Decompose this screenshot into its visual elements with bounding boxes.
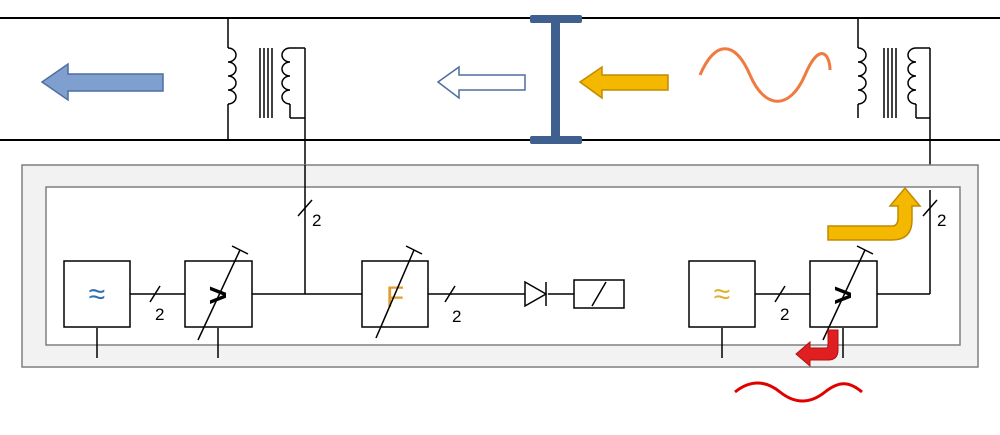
bus-width-label: 2 — [780, 305, 789, 324]
outgoing-signal-arrow-icon — [40, 62, 164, 102]
filter-symbol: ≈ — [89, 278, 105, 311]
diode-icon — [524, 280, 548, 308]
right-amplifier-block — [809, 260, 878, 328]
bus-width-label: 2 — [937, 211, 946, 230]
right-filter-block — [688, 260, 756, 328]
adjustable-arrow-icon — [197, 245, 249, 341]
filter-symbol: ≈ — [714, 278, 730, 311]
transformer-icon — [227, 18, 306, 165]
bus-width-marks — [149, 199, 938, 303]
bus-width-label: 2 — [155, 305, 164, 324]
hollow-arrow-icon — [436, 65, 526, 100]
i-beam-blocker-icon — [530, 15, 582, 144]
red-noise-wave-icon — [734, 381, 863, 403]
transformer-icon — [857, 18, 931, 190]
left-amplifier-block — [184, 260, 253, 328]
curved-arrow-up-icon — [827, 186, 922, 241]
incoming-signal-arrow-icon — [578, 65, 669, 100]
sine-wave-icon — [698, 47, 832, 103]
left-filter-block — [63, 260, 131, 328]
bus-width-label: 2 — [452, 307, 461, 326]
adjustable-arrow-icon — [822, 245, 874, 341]
curved-arrow-down-icon — [795, 329, 839, 368]
bus-width-label: 2 — [312, 211, 321, 230]
relay-coil-icon — [573, 279, 625, 309]
adjustable-arrow-icon — [375, 245, 423, 339]
